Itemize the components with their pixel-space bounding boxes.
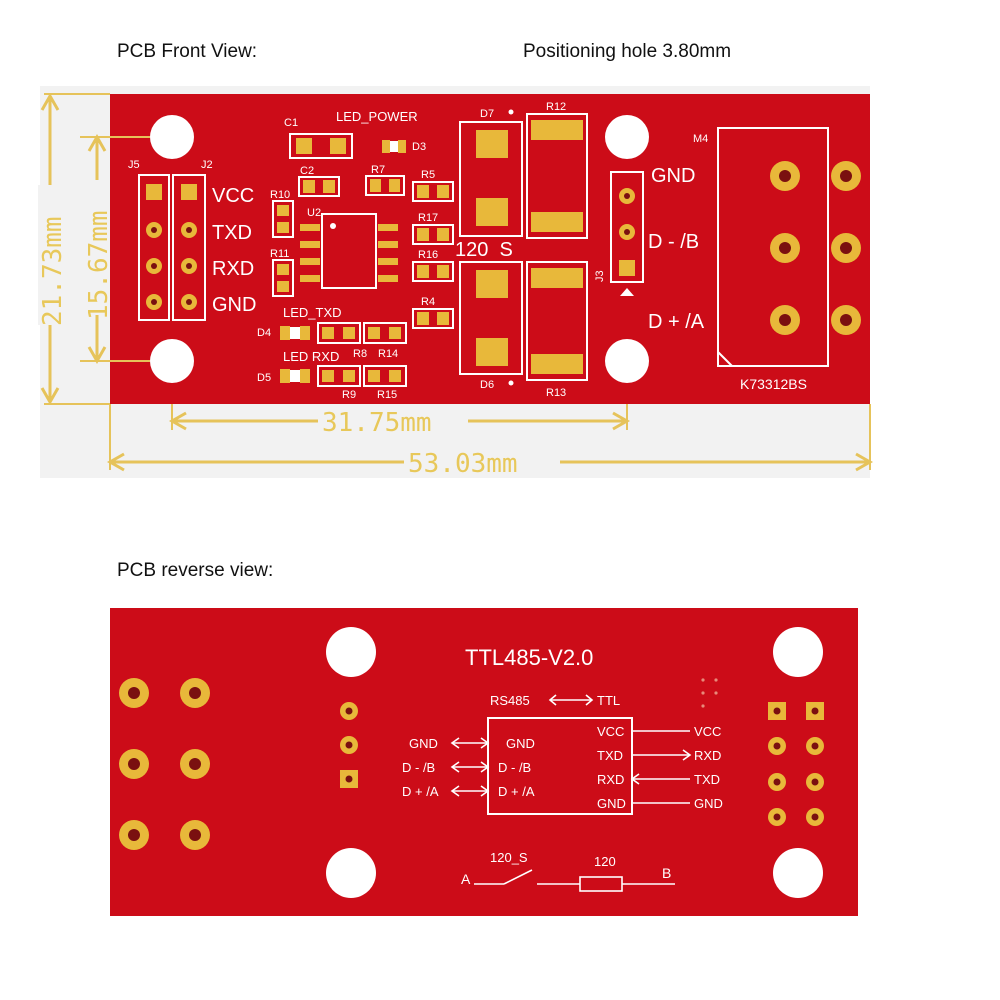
r7-label: R7 [371, 164, 385, 176]
header-j5-label: J5 [128, 159, 140, 171]
pin-label-txd: TXD [212, 222, 252, 244]
d4-label: D4 [257, 327, 271, 339]
rs485-label-gnd: GND [651, 165, 695, 187]
r11-label: R11 [270, 248, 289, 260]
r10-label: R10 [270, 189, 290, 201]
r9-label: R9 [342, 389, 356, 401]
r12-label: R12 [546, 101, 566, 113]
pin-label-rxd: RXD [212, 258, 254, 280]
c1-label: C1 [284, 117, 298, 129]
dimension-width-outer: 53.03mm [408, 449, 518, 479]
d6-label: D6 [480, 379, 494, 391]
r14-label: R14 [378, 348, 398, 360]
u2-label: U2 [307, 207, 321, 219]
c2-label: C2 [300, 165, 314, 177]
header-j2-label: J2 [201, 159, 213, 171]
front-view-caption: PCB Front View: [117, 41, 258, 62]
r15-label: R15 [377, 389, 397, 401]
led-power-label: LED_POWER [336, 109, 418, 124]
pin-label-vcc: VCC [212, 185, 254, 207]
j3-label: J3 [594, 270, 606, 282]
led-txd-label: LED_TXD [283, 305, 342, 320]
dimension-height-outer: 21.73mm [38, 216, 68, 326]
r8-label: R8 [353, 348, 367, 360]
header-pads [146, 184, 197, 310]
terminal-pads [770, 161, 861, 335]
dimension-height-inner: 15.67mm [84, 210, 114, 320]
d3-label: D3 [412, 141, 426, 153]
mounting-hole-tr [605, 115, 649, 159]
r16-label: R16 [418, 249, 438, 261]
pin-label-gnd: GND [212, 294, 256, 316]
r17-label: R17 [418, 212, 438, 224]
m4-label: M4 [693, 133, 708, 145]
r4-label: R4 [421, 296, 435, 308]
positioning-hole-caption: Positioning hole 3.80mm [523, 41, 732, 62]
d5-label: D5 [257, 372, 271, 384]
d7-label: D7 [480, 108, 494, 120]
mounting-hole-tl [150, 115, 194, 159]
led-rxd-label: LED RXD [283, 349, 339, 364]
rs485-label-da: D + /A [648, 311, 705, 333]
mounting-hole-bl [150, 339, 194, 383]
rs485-label-db: D - /B [648, 231, 699, 253]
r13-label: R13 [546, 387, 566, 399]
terminal-model-label: K73312BS [740, 376, 807, 392]
r5-label: R5 [421, 169, 435, 181]
dimension-width-inner: 31.75mm [322, 408, 432, 438]
mounting-hole-br [605, 339, 649, 383]
reverse-view-caption: PCB reverse view: [117, 560, 274, 581]
front-switch-label: 120 S [455, 239, 513, 261]
